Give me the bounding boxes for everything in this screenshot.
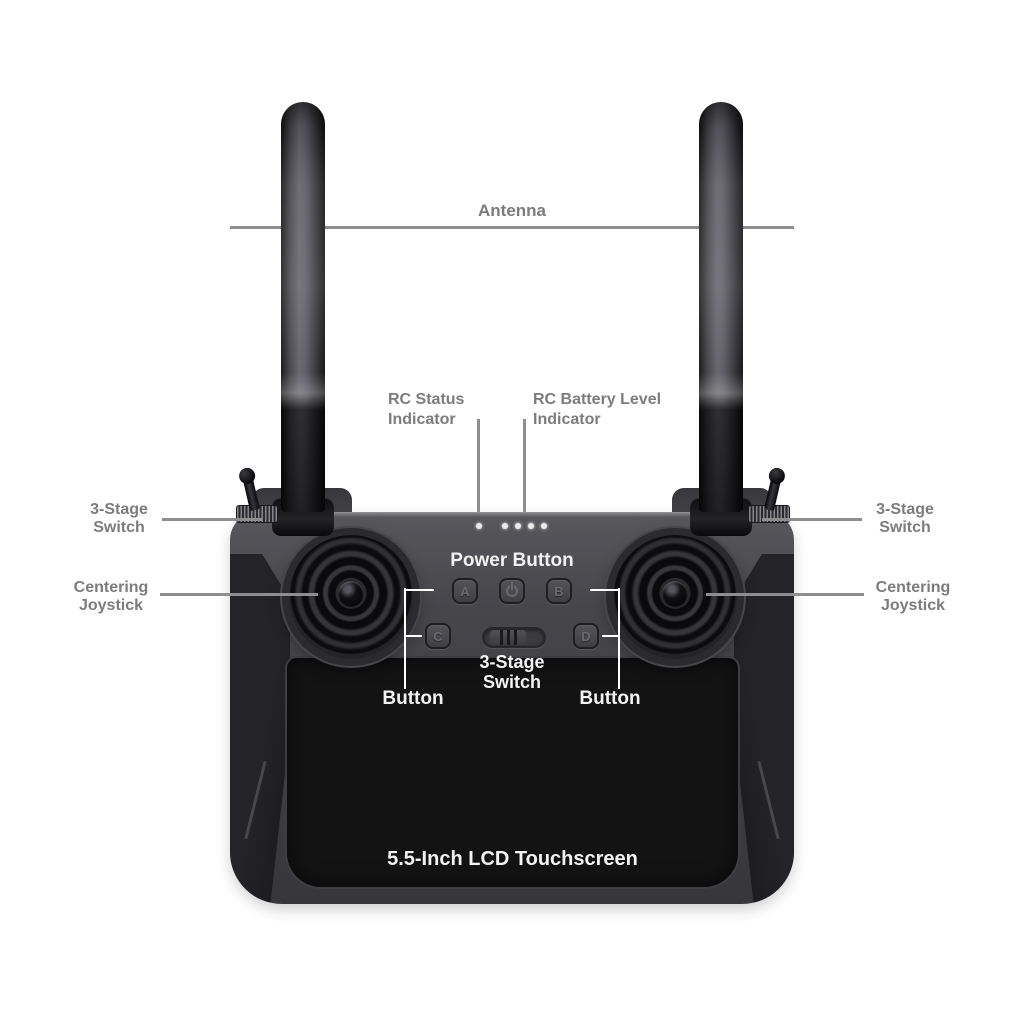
label-line: RC Status (388, 391, 465, 408)
joystick-right (613, 535, 737, 659)
label-line: Switch (879, 519, 931, 536)
button-left-label: Button (353, 688, 473, 710)
rc-battery-callout-line (523, 419, 526, 513)
right-stage-switch-label: 3-Stage Switch (844, 501, 966, 537)
rc-status-indicator-label: RC Status Indicator (388, 390, 464, 430)
touchscreen-label-text: 5.5-Inch LCD Touchscreen (387, 848, 638, 870)
right-joystick-callout-line (706, 593, 864, 596)
left-stage-switch-label: 3-Stage Switch (58, 501, 180, 537)
left-joystick-callout-line (160, 593, 318, 596)
label-line: Antenna (478, 201, 546, 220)
right-bracket-tick-d (602, 635, 618, 637)
label-line: RC Battery Level (533, 391, 662, 408)
power-button-label-text: Power Button (450, 550, 574, 571)
left-grip (230, 554, 290, 904)
left-bracket-tick-c (406, 635, 422, 637)
right-grip (734, 554, 794, 904)
label-line: 3-Stage (479, 652, 545, 672)
rc-status-callout-line (477, 419, 480, 513)
label-line: Joystick (880, 597, 946, 614)
right-joystick-label: Centering Joystick (852, 579, 974, 615)
button-a: A (452, 578, 478, 604)
led-dot (476, 523, 482, 529)
label-line: Joystick (78, 597, 144, 614)
button-d-letter: D (581, 628, 591, 644)
stage-switch-knob (490, 630, 526, 645)
left-stage-switch-callout-line (162, 518, 262, 521)
status-led-group (476, 523, 482, 529)
left-joystick-label: Centering Joystick (50, 579, 172, 615)
label-line: Button (382, 688, 444, 709)
antenna-label: Antenna (452, 202, 572, 220)
battery-led-group (502, 523, 547, 529)
power-button (499, 578, 525, 604)
label-line: Centering (875, 579, 951, 596)
button-c-letter: C (433, 628, 443, 644)
right-bracket-line (618, 588, 620, 689)
antenna-left (281, 102, 325, 512)
left-bracket-tick-a (406, 589, 434, 591)
label-line: 3-Stage (90, 501, 148, 518)
power-button-label: Power Button (412, 550, 612, 572)
label-line: 3-Stage (876, 501, 934, 518)
rc-battery-indicator-label: RC Battery Level Indicator (533, 390, 661, 430)
label-line: Indicator (533, 411, 601, 428)
knob-ridge (506, 630, 510, 645)
label-line: Button (579, 688, 641, 709)
controller-body: Power Button A B C D 3-Stage (230, 512, 794, 904)
left-bracket-line (404, 588, 406, 689)
led-dot (515, 523, 521, 529)
lcd-touchscreen: 5.5-Inch LCD Touchscreen (287, 658, 738, 887)
antenna-callout-line (230, 226, 794, 229)
label-line: Switch (482, 672, 541, 692)
label-line: Switch (93, 519, 145, 536)
led-dot (541, 523, 547, 529)
knob-ridge (499, 630, 503, 645)
power-icon (506, 585, 518, 597)
label-line: Centering (73, 579, 149, 596)
right-bracket-tick-b (590, 589, 618, 591)
button-d: D (573, 623, 599, 649)
touchscreen-label: 5.5-Inch LCD Touchscreen (287, 848, 738, 871)
button-right-label: Button (550, 688, 670, 710)
button-b: B (546, 578, 572, 604)
button-c: C (425, 623, 451, 649)
led-dot (528, 523, 534, 529)
stage-switch-slider (482, 627, 546, 648)
label-line: Indicator (388, 411, 456, 428)
right-stage-switch-callout-line (762, 518, 862, 521)
button-b-letter: B (554, 583, 564, 599)
center-stage-switch-label: 3-Stage Switch (432, 652, 592, 692)
button-a-letter: A (460, 583, 470, 599)
led-dot (502, 523, 508, 529)
joystick-left (289, 535, 413, 659)
antenna-right (699, 102, 743, 512)
knob-ridge (513, 630, 517, 645)
